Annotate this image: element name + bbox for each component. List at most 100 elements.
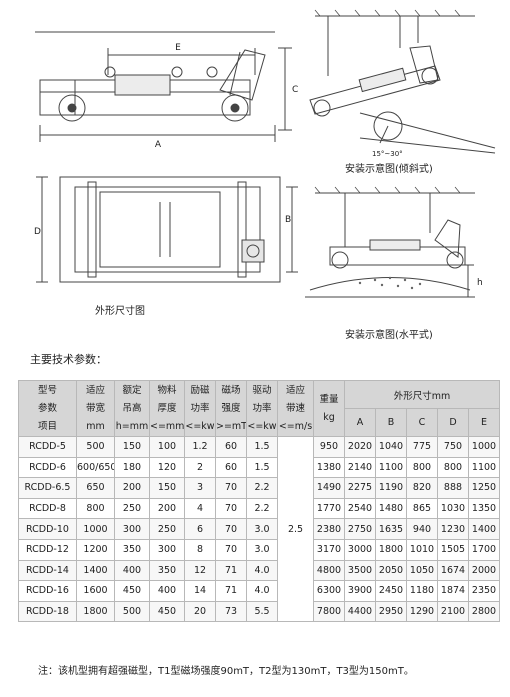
table-cell: 2 — [184, 456, 216, 479]
table-cell: 888 — [437, 477, 469, 499]
table-cell: 1250 — [467, 477, 501, 499]
table-cell: 1180 — [406, 580, 438, 602]
table-cell: 2950 — [375, 600, 407, 623]
table-cell: 3900 — [344, 580, 376, 602]
table-cell: 1100 — [375, 456, 407, 479]
table-cell: 1674 — [437, 559, 469, 582]
table-cell: 4.0 — [246, 559, 278, 582]
table-cell: 1030 — [437, 497, 469, 520]
table-cell: 4 — [184, 497, 216, 520]
table-cell: 71 — [215, 580, 247, 602]
table-cell: 865 — [406, 497, 438, 520]
table-cell: 4800 — [313, 559, 345, 582]
horizontal-caption: 安装示意图(水平式) — [345, 330, 433, 341]
table-cell: 1400 — [467, 518, 501, 540]
table-cell: 1190 — [375, 477, 407, 499]
table-cell: 5.5 — [246, 600, 278, 623]
header-dim-c: C — [406, 408, 438, 437]
table-cell: 1.5 — [246, 456, 278, 479]
table-cell: 1200 — [76, 538, 115, 561]
table-cell: 6 — [184, 518, 216, 540]
header-outline-dims: 外形尺寸mm — [343, 380, 501, 409]
table-cell: 3170 — [313, 538, 345, 561]
table-cell: 1.5 — [246, 436, 278, 458]
table-cell: 800 — [406, 456, 438, 479]
table-cell: 1600 — [76, 580, 115, 602]
table-cell: 2000 — [467, 559, 501, 582]
table-cell: 1290 — [406, 600, 438, 623]
model-cell: RCDD-6 — [18, 456, 77, 479]
table-cell: 12 — [184, 559, 216, 582]
header-excitation-power: 励磁功率<=kw — [184, 380, 216, 437]
table-cell: 3.0 — [246, 518, 278, 540]
header-drive-power: 驱动功率<=kw — [246, 380, 278, 437]
table-cell: 1.2 — [184, 436, 216, 458]
side-view-drawing: E C A — [35, 31, 298, 150]
table-cell: 180 — [114, 456, 150, 479]
table-cell: 2750 — [344, 518, 376, 540]
table-cell: 250 — [149, 518, 185, 540]
header-dim-d: D — [437, 408, 469, 437]
model-cell: RCDD-5 — [18, 436, 77, 458]
table-cell: 4400 — [344, 600, 376, 623]
table-cell: 600/650 — [76, 456, 115, 479]
dim-a-label: A — [155, 140, 162, 150]
table-cell: 500 — [76, 436, 115, 458]
table-cell: 3.0 — [246, 538, 278, 561]
table-cell: 150 — [149, 477, 185, 499]
table-cell: 2.2 — [246, 477, 278, 499]
model-cell: RCDD-8 — [18, 497, 77, 520]
table-cell: 300 — [114, 518, 150, 540]
top-view-drawing: D B — [34, 176, 298, 283]
table-cell: 3000 — [344, 538, 376, 561]
table-cell: 6300 — [313, 580, 345, 602]
angle-label: 15°~30° — [372, 150, 403, 158]
table-cell: 500 — [114, 600, 150, 623]
table-cell: 200 — [149, 497, 185, 520]
table-cell: 450 — [149, 600, 185, 623]
table-cell: 14 — [184, 580, 216, 602]
table-cell: 775 — [406, 436, 438, 458]
table-cell: 60 — [215, 456, 247, 479]
table-cell: 1635 — [375, 518, 407, 540]
table-cell: 1100 — [467, 456, 501, 479]
table-cell: 1230 — [437, 518, 469, 540]
table-cell: 820 — [406, 477, 438, 499]
belt-speed-merged-cell: 2.5 — [277, 435, 314, 623]
model-cell: RCDD-12 — [18, 538, 77, 561]
table-cell: 950 — [313, 436, 345, 458]
table-cell: 350 — [114, 538, 150, 561]
table-cell: 71 — [215, 559, 247, 582]
table-cell: 2140 — [344, 456, 376, 479]
table-cell: 940 — [406, 518, 438, 540]
table-cell: 1010 — [406, 538, 438, 561]
table-cell: 2380 — [313, 518, 345, 540]
table-cell: 200 — [114, 477, 150, 499]
table-cell: 250 — [114, 497, 150, 520]
footnote: 注：该机型拥有超强磁型，T1型磁场强度90mT，T2型为130mT，T3型为15… — [38, 666, 414, 677]
table-cell: 70 — [215, 538, 247, 561]
model-cell: RCDD-14 — [18, 559, 77, 582]
header-dim-e: E — [467, 408, 501, 437]
table-cell: 2540 — [344, 497, 376, 520]
incline-caption: 安装示意图(倾斜式) — [345, 164, 433, 175]
table-cell: 4.0 — [246, 580, 278, 602]
table-cell: 1800 — [375, 538, 407, 561]
table-cell: 1350 — [467, 497, 501, 520]
model-cell: RCDD-6.5 — [18, 477, 77, 499]
table-cell: 300 — [149, 538, 185, 561]
dim-c-label: C — [292, 85, 298, 95]
horizontal-install-drawing: h — [305, 186, 483, 298]
table-cell: 3500 — [344, 559, 376, 582]
